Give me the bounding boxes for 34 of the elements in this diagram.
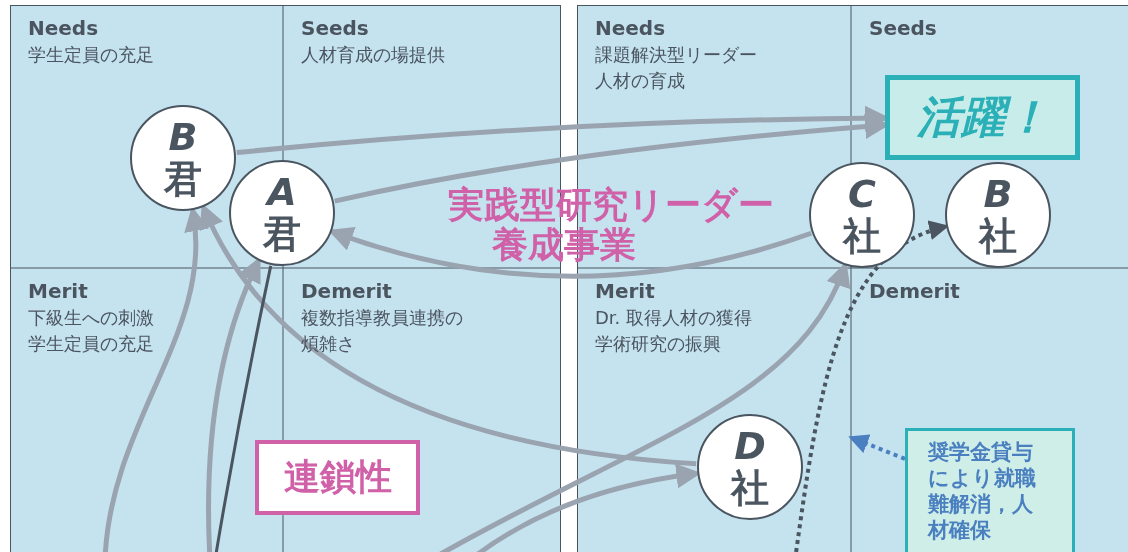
quadrant-text: 学生定員の充足 [28, 332, 155, 356]
circle-label: 社 [843, 215, 881, 257]
note-box [905, 428, 1075, 552]
quadrant-text: Dr. 取得人材の獲得 [595, 306, 754, 330]
circle-label: 君 [263, 213, 301, 255]
highlight-text: 活躍！ [916, 90, 1049, 144]
quadrant-text: 複数指導教員連携の煩雑さ [301, 306, 464, 356]
quadrant-text: 人材育成の場提供 [301, 43, 446, 67]
quadrant-heading: Needs [28, 15, 99, 41]
quadrant-heading: Needs [595, 15, 666, 41]
circle-letter: A [267, 171, 297, 213]
circle-label: 君 [164, 158, 202, 200]
quadrant-heading: Seeds [869, 15, 937, 41]
quadrant-heading: Merit [595, 278, 655, 304]
quadrant-heading: Seeds [301, 15, 369, 41]
quadrant-text: 学術研究の振興 [595, 332, 722, 356]
circle-letter: B [983, 173, 1013, 215]
circle-letter: D [734, 425, 766, 467]
quadrant-heading: Merit [28, 278, 88, 304]
highlight-box [885, 75, 1080, 160]
circle-letter: C [848, 173, 876, 215]
connector-line [213, 265, 273, 552]
quadrant-heading: Demerit [301, 278, 392, 304]
highlight-text: 連鎖性 [283, 455, 392, 499]
note-text: 奨学金貸与により就職難解消，人材確保 [928, 439, 1037, 543]
circle-label: 社 [979, 215, 1017, 257]
quadrant-text: 下級生への刺激 [28, 306, 155, 330]
quadrant-heading: Demerit [869, 278, 960, 304]
arrow [848, 434, 906, 461]
quadrant-text: 学生定員の充足 [28, 43, 155, 67]
circle-letter: B [168, 116, 198, 158]
quadrant-text: 課題解決型リーダー人材の育成 [595, 43, 758, 93]
highlight-box [255, 440, 420, 515]
circle-label: 社 [731, 467, 769, 509]
